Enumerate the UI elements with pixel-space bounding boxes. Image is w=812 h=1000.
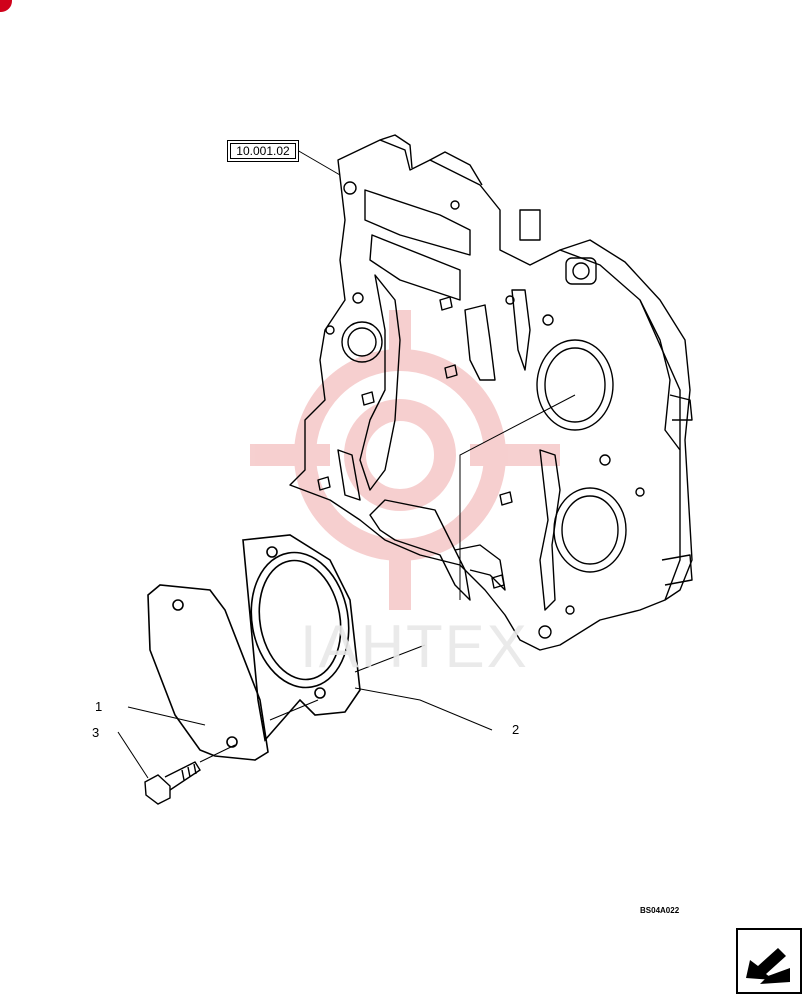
next-page-button[interactable] <box>736 928 802 994</box>
callout-3: 3 <box>92 725 100 740</box>
bolt-part-3 <box>144 761 201 805</box>
reference-box[interactable]: 10.001.02 <box>227 140 299 162</box>
callout-1: 1 <box>95 699 103 714</box>
watermark-logo <box>250 310 560 610</box>
watermark-text: IAHTEX <box>300 613 529 680</box>
next-page-arrow-icon <box>746 948 790 984</box>
leader-lines <box>117 149 576 779</box>
housing <box>289 134 693 651</box>
drawing-code: BS04A022 <box>640 906 680 915</box>
gasket-part-2 <box>242 534 361 742</box>
callout-2: 2 <box>512 722 520 737</box>
